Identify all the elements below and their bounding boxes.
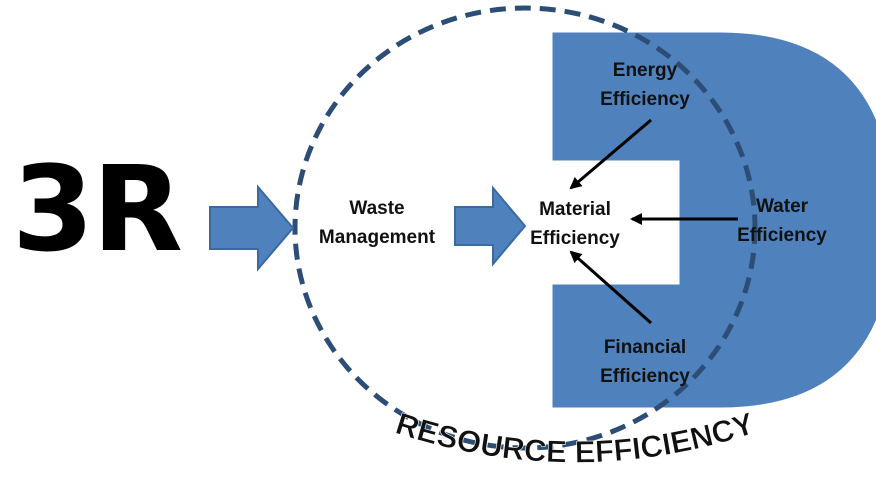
material-efficiency-label: Material Efficiency xyxy=(515,195,635,253)
waste-management-line1: Waste xyxy=(349,198,405,219)
waste-management-label: Waste Management xyxy=(302,194,452,252)
water-efficiency-line1: Water xyxy=(755,196,809,217)
arrow-waste-to-material xyxy=(454,185,527,267)
three-r-label: 3R xyxy=(12,140,183,278)
energy-efficiency-line2: Efficiency xyxy=(600,89,690,110)
material-efficiency-line1: Material xyxy=(539,199,611,220)
resource-efficiency-circle xyxy=(292,5,758,451)
financial-efficiency-label: Financial Efficiency xyxy=(580,333,710,391)
resource-efficiency-caption: RESOURCE EFFICIENCY xyxy=(392,406,759,470)
arrow-energy-to-material xyxy=(569,118,652,190)
financial-efficiency-line1: Financial xyxy=(603,337,687,358)
energy-efficiency-line1: Energy xyxy=(612,60,678,81)
arrow-financial-to-material xyxy=(569,250,652,325)
material-efficiency-line2: Efficiency xyxy=(530,228,620,249)
water-efficiency-label: Water Efficiency xyxy=(727,192,837,250)
financial-efficiency-line2: Efficiency xyxy=(600,366,690,387)
water-efficiency-line2: Efficiency xyxy=(737,225,827,246)
waste-management-line2: Management xyxy=(318,227,436,248)
arrow-3r-to-waste xyxy=(209,184,295,272)
energy-efficiency-label: Energy Efficiency xyxy=(585,56,705,114)
